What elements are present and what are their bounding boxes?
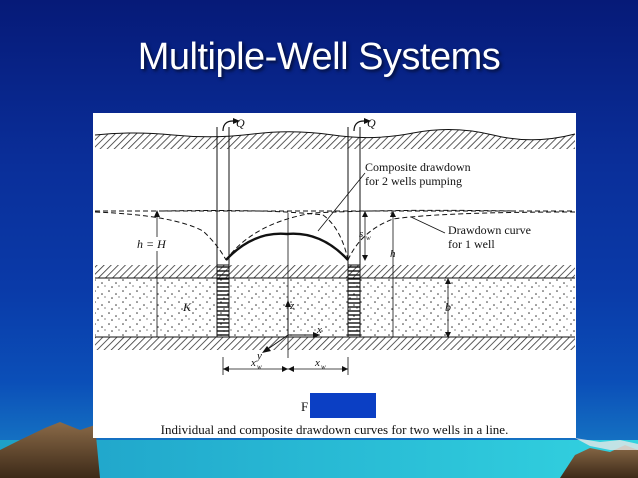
xw-right-sub: w bbox=[321, 363, 326, 371]
composite-drawdown-curve bbox=[225, 232, 349, 261]
x-axis-label: x bbox=[316, 324, 322, 336]
aquifer-sand bbox=[95, 279, 575, 337]
q-left-label: Q bbox=[236, 116, 245, 130]
z-axis-label: z bbox=[289, 300, 295, 312]
figure-caption: Individual and composite drawdown curves… bbox=[160, 422, 509, 437]
s-label: s bbox=[390, 209, 394, 220]
y-axis-label: y bbox=[256, 350, 262, 362]
h-label: h bbox=[390, 248, 396, 260]
q-right-label: Q bbox=[367, 116, 376, 130]
landscape-mountains bbox=[0, 422, 638, 478]
figure-label: F bbox=[301, 399, 309, 414]
K-label: K bbox=[182, 300, 192, 314]
axes bbox=[262, 300, 320, 353]
b-label: b bbox=[445, 300, 451, 314]
single-label-line1: Drawdown curve bbox=[448, 223, 531, 237]
h-equals-H-label: h = H bbox=[137, 237, 167, 251]
xw-right-label: x bbox=[314, 357, 320, 369]
xw-left-label: x bbox=[250, 357, 256, 369]
well-right bbox=[347, 118, 371, 338]
sw-sub-label: w bbox=[366, 234, 371, 242]
single-well-drawdown-left bbox=[94, 211, 227, 261]
figure-panel: Q Q Composite drawdown for 2 wells pumpi… bbox=[93, 113, 576, 438]
composite-label-line2: for 2 wells pumping bbox=[365, 174, 462, 188]
single-label-line2: for 1 well bbox=[448, 237, 495, 251]
composite-label-line1: Composite drawdown bbox=[365, 160, 471, 174]
upper-confining-layer bbox=[95, 265, 575, 278]
xw-left-sub: w bbox=[257, 363, 262, 371]
slide-title: Multiple-Well Systems bbox=[137, 36, 501, 78]
lower-confining-layer bbox=[95, 337, 575, 350]
ground-surface bbox=[94, 128, 576, 149]
drawdown-diagram: Q Q Composite drawdown for 2 wells pumpi… bbox=[94, 116, 576, 375]
well-left bbox=[216, 118, 240, 338]
figure-number-cover bbox=[310, 393, 376, 418]
sw-label: s bbox=[359, 228, 363, 240]
